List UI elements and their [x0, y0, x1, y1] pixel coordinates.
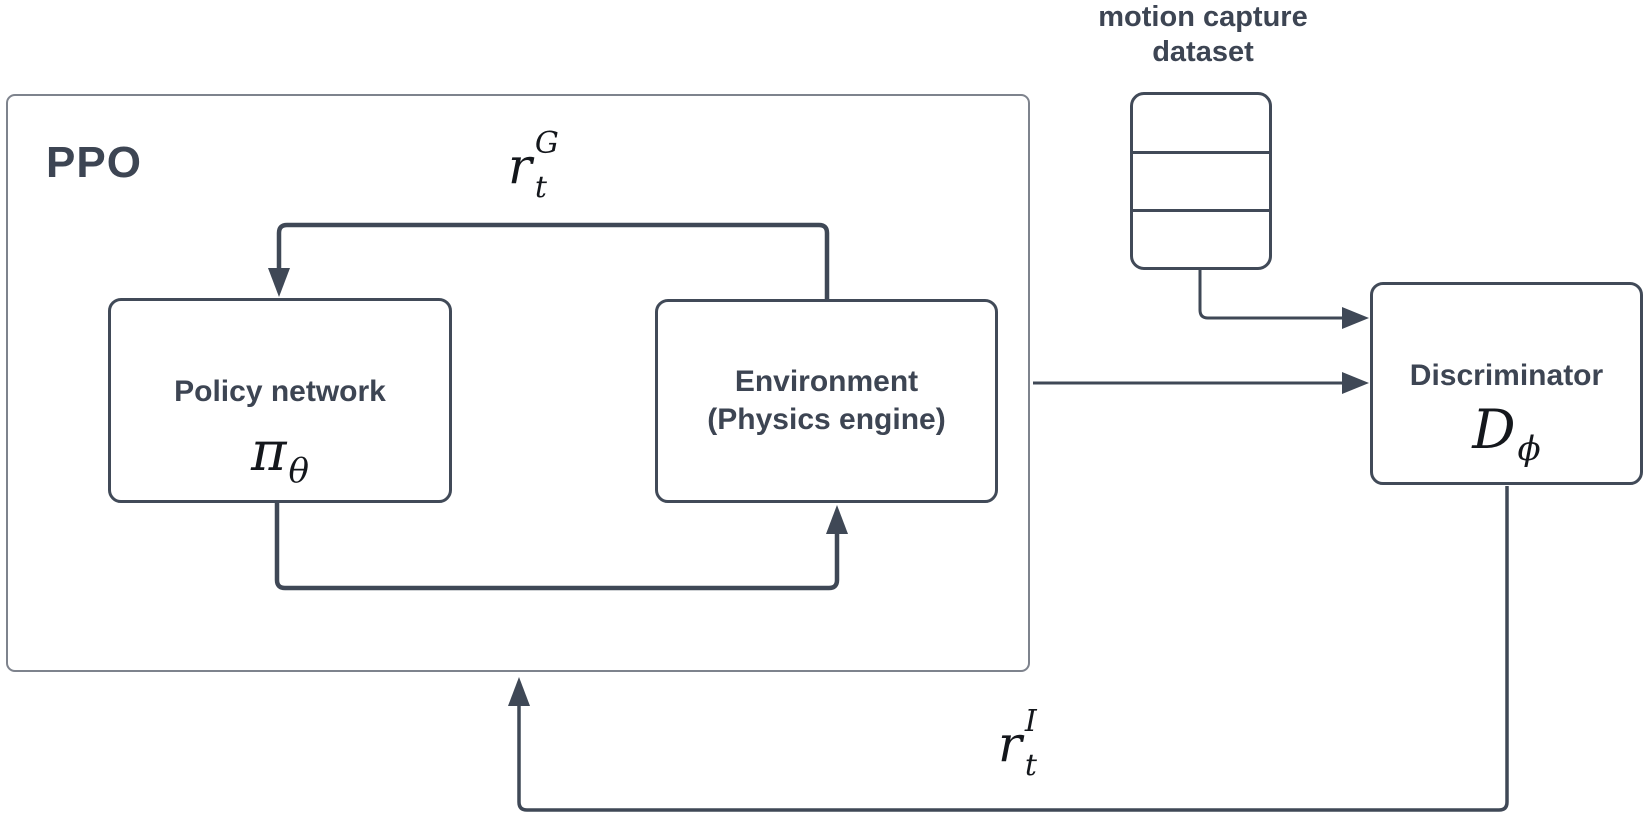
mocap-to-discriminator-connector: [1198, 270, 1342, 320]
ppo-to-discriminator-arrowhead: [1342, 372, 1369, 394]
policy-network-title: Policy network: [174, 375, 386, 408]
reward-g-label: r G t: [508, 129, 559, 203]
policy-symbol: πθ: [251, 425, 309, 491]
mocap-dataset-label-line1: motion capture: [1098, 1, 1308, 33]
discriminator-symbol-base: D: [1472, 398, 1516, 461]
reward-g-connector: [276, 222, 830, 300]
environment-title-line2: (Physics engine): [707, 403, 946, 436]
discriminator-node: Discriminator Dϕ: [1370, 282, 1643, 485]
policy-symbol-base: π: [251, 420, 287, 483]
policy-to-environment-arrowhead: [826, 505, 848, 534]
reward-i-scripts: I t: [1025, 707, 1037, 781]
mocap-dataset-label: motion capture dataset: [1048, 0, 1358, 70]
mocap-dataset-label-line2: dataset: [1152, 36, 1254, 68]
reward-g-scripts: G t: [535, 129, 559, 203]
discriminator-to-ppo-arrowhead: [508, 677, 530, 706]
environment-node: Environment (Physics engine): [655, 299, 998, 503]
mocap-icon-divider: [1133, 151, 1269, 154]
reward-g-base: r: [508, 137, 532, 195]
environment-title-line1: Environment: [734, 365, 919, 398]
discriminator-symbol: Dϕ: [1472, 403, 1541, 469]
policy-to-environment-connector: [274, 502, 840, 591]
mocap-dataset-icon: [1130, 92, 1272, 270]
mocap-icon-divider: [1133, 209, 1269, 212]
reward-i-label: r I t: [998, 707, 1037, 781]
discriminator-to-ppo-connector: [517, 486, 1509, 812]
reward-i-superscript: I: [1024, 704, 1037, 739]
reward-g-arrowhead: [268, 268, 290, 297]
ppo-group-label: PPO: [46, 138, 142, 187]
reward-i-subscript: t: [1024, 748, 1037, 783]
policy-symbol-subscript: θ: [288, 451, 309, 491]
mocap-to-discriminator-arrowhead: [1342, 307, 1369, 329]
discriminator-symbol-subscript: ϕ: [1517, 429, 1541, 469]
discriminator-title: Discriminator: [1409, 359, 1604, 392]
reward-i-base: r: [998, 715, 1022, 773]
reward-g-superscript: G: [534, 126, 559, 161]
reward-g-subscript: t: [534, 170, 547, 205]
policy-network-node: Policy network πθ: [108, 298, 452, 503]
